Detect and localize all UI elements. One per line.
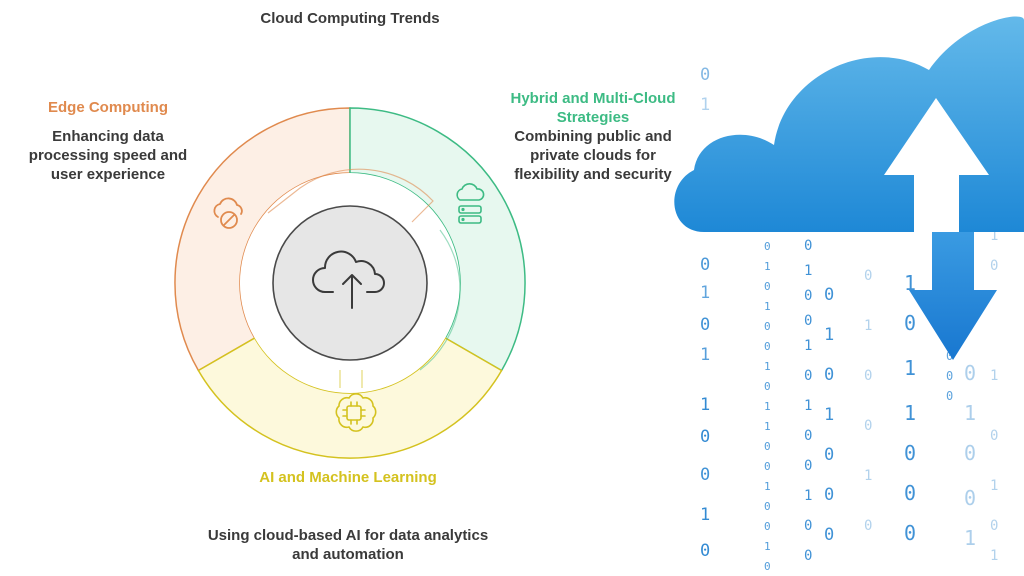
svg-text:1: 1 [904, 401, 916, 425]
svg-text:1: 1 [804, 263, 812, 279]
svg-text:0: 0 [764, 320, 771, 333]
svg-text:0: 0 [904, 521, 916, 545]
svg-text:1: 1 [804, 398, 812, 414]
svg-text:0: 0 [764, 240, 771, 253]
svg-text:0: 0 [904, 311, 916, 335]
svg-text:0: 0 [804, 518, 812, 534]
ai-ml-title: AI and Machine Learning [259, 469, 437, 486]
svg-text:1: 1 [764, 540, 771, 553]
cloud-data-stream-icon: 0 1 0 1 0 1 1 0 0 1 0 010 100 101 100 10… [674, 16, 1024, 573]
svg-text:0: 0 [804, 288, 812, 304]
svg-text:1: 1 [700, 345, 710, 365]
svg-text:1: 1 [964, 401, 976, 425]
svg-text:1: 1 [700, 395, 710, 415]
svg-text:0: 0 [764, 520, 771, 533]
server-stack-icon [456, 183, 485, 224]
ai-ml-description: Using cloud-based AI for data analytics … [207, 527, 489, 563]
svg-text:0: 0 [946, 349, 953, 363]
svg-text:1: 1 [700, 283, 710, 303]
svg-text:1: 1 [764, 420, 771, 433]
svg-text:1: 1 [824, 405, 834, 425]
svg-text:1: 1 [764, 480, 771, 493]
segment-hybrid [349, 107, 526, 372]
cycle-diagram [174, 107, 526, 459]
svg-text:0: 0 [764, 460, 771, 473]
svg-text:1: 1 [904, 356, 916, 380]
svg-text:0: 0 [824, 525, 834, 545]
svg-text:0: 0 [764, 340, 771, 353]
svg-text:0: 0 [990, 428, 998, 444]
svg-text:0: 0 [764, 440, 771, 453]
svg-text:1: 1 [764, 360, 771, 373]
svg-text:0: 0 [864, 418, 872, 434]
hybrid-cloud-description: Combining public and private clouds for … [514, 128, 672, 183]
svg-text:0: 0 [764, 280, 771, 293]
svg-text:0: 0 [804, 428, 812, 444]
svg-text:0: 0 [804, 238, 812, 254]
svg-text:1: 1 [764, 300, 771, 313]
svg-text:0: 0 [700, 427, 710, 447]
svg-text:1: 1 [804, 338, 812, 354]
svg-text:1: 1 [990, 368, 998, 384]
svg-text:0: 0 [964, 486, 976, 510]
svg-text:0: 0 [946, 369, 953, 383]
svg-text:0: 0 [700, 465, 710, 485]
svg-text:1: 1 [764, 260, 771, 273]
svg-text:0: 0 [804, 368, 812, 384]
svg-text:0: 0 [990, 518, 998, 534]
svg-text:1: 1 [864, 318, 872, 334]
svg-text:1: 1 [764, 400, 771, 413]
svg-text:0: 0 [700, 315, 710, 335]
svg-text:0: 0 [804, 458, 812, 474]
svg-text:0: 0 [904, 441, 916, 465]
svg-text:1: 1 [804, 488, 812, 504]
svg-text:0: 0 [824, 445, 834, 465]
svg-text:0: 0 [864, 518, 872, 534]
svg-text:1: 1 [990, 228, 998, 244]
svg-text:1: 1 [700, 95, 710, 115]
svg-text:1: 1 [990, 548, 998, 564]
svg-text:0: 0 [700, 255, 710, 275]
svg-text:1: 1 [824, 325, 834, 345]
edge-computing-title: Edge Computing [48, 99, 168, 116]
ai-chip-icon [335, 393, 377, 432]
svg-text:0: 0 [764, 380, 771, 393]
svg-text:0: 0 [946, 389, 953, 403]
svg-text:0: 0 [964, 361, 976, 385]
hybrid-cloud-title: Hybrid and Multi-Cloud Strategies [510, 90, 676, 126]
svg-text:0: 0 [864, 268, 872, 284]
svg-text:0: 0 [904, 481, 916, 505]
svg-text:1: 1 [904, 271, 916, 295]
svg-text:0: 0 [764, 500, 771, 513]
svg-text:0: 0 [964, 441, 976, 465]
svg-text:1: 1 [990, 478, 998, 494]
svg-text:1: 1 [964, 526, 976, 550]
page-title: Cloud Computing Trends [260, 10, 440, 27]
svg-text:0: 0 [824, 485, 834, 505]
cloud-upload-icon [312, 250, 385, 309]
svg-text:0: 0 [700, 541, 710, 561]
center-circle [272, 205, 428, 361]
svg-text:0: 0 [764, 560, 771, 573]
svg-text:0: 0 [824, 285, 834, 305]
edge-computing-description: Enhancing data processing speed and user… [28, 128, 188, 183]
cloud-block-icon [213, 197, 243, 229]
svg-text:0: 0 [804, 313, 812, 329]
svg-text:0: 0 [864, 368, 872, 384]
svg-text:0: 0 [824, 365, 834, 385]
svg-text:1: 1 [864, 468, 872, 484]
svg-text:1: 1 [700, 505, 710, 525]
svg-text:0: 0 [700, 65, 710, 85]
svg-text:0: 0 [990, 258, 998, 274]
svg-text:0: 0 [804, 548, 812, 564]
